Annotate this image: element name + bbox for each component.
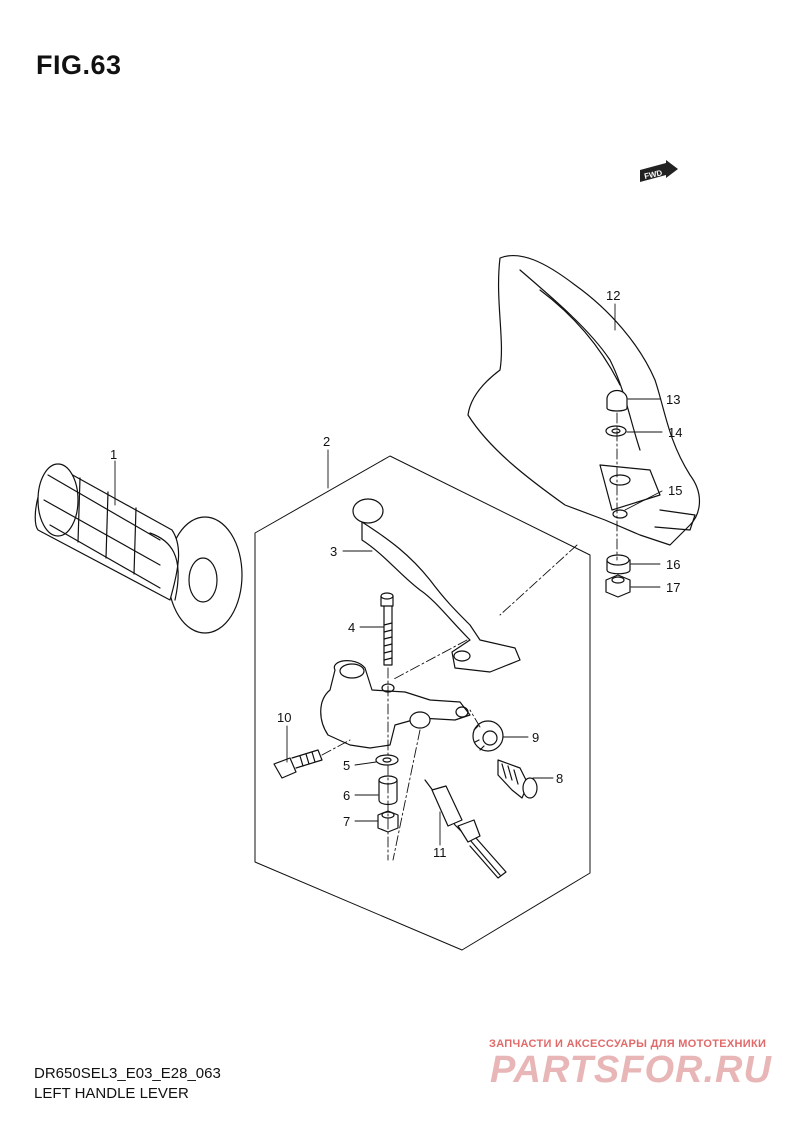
callout-14: 14 — [668, 425, 682, 440]
cap-nut-part-13 — [606, 389, 628, 412]
cable-part-11 — [424, 779, 507, 879]
callout-2: 2 — [323, 434, 330, 449]
callout-13: 13 — [666, 392, 680, 407]
callout-1: 1 — [110, 447, 117, 462]
callout-8: 8 — [556, 771, 563, 786]
callout-16: 16 — [666, 557, 680, 572]
assembly-outline — [254, 455, 591, 951]
washer-part-5 — [375, 754, 399, 766]
callout-11: 11 — [433, 845, 447, 860]
fwd-arrow-icon: FWD — [640, 160, 680, 191]
lever-part-3 — [352, 498, 521, 673]
callout-17: 17 — [666, 580, 680, 595]
figure-title: FIG.63 — [36, 50, 122, 80]
callout-10: 10 — [277, 710, 291, 725]
callout-12: 12 — [606, 288, 620, 303]
hand-guard-part-12 — [467, 254, 700, 546]
callout-6: 6 — [343, 788, 350, 803]
callout-4: 4 — [348, 620, 355, 635]
callout-5: 5 — [343, 758, 350, 773]
bolt-part-10 — [273, 749, 323, 779]
watermark-text: ЗАПЧАСТИ И АКСЕССУАРЫ ДЛЯ МОТОТЕХНИКИ — [489, 1038, 767, 1050]
lever-holder — [320, 660, 471, 749]
callout-9: 9 — [532, 730, 539, 745]
callout-7: 7 — [343, 814, 350, 829]
watermark-logo: PARTSFOR.RU — [490, 1049, 772, 1091]
washer-part-14 — [605, 425, 627, 437]
figure-caption: LEFT HANDLE LEVER — [34, 1085, 189, 1102]
washer-part-15 — [612, 509, 628, 519]
leader-lines — [114, 303, 663, 846]
model-code: DR650SEL3_E03_E28_063 — [34, 1065, 221, 1082]
callout-3: 3 — [330, 544, 337, 559]
callout-15: 15 — [668, 483, 682, 498]
nut-part-17 — [605, 574, 631, 598]
assembly-lines — [321, 412, 618, 861]
grip-part-1 — [34, 463, 243, 634]
collar-part-16 — [606, 554, 631, 575]
adjuster-nut-part-9 — [472, 720, 504, 752]
bolt-part-4 — [380, 592, 394, 666]
adjuster-part-8 — [497, 759, 538, 799]
fwd-label: FWD — [643, 168, 663, 181]
